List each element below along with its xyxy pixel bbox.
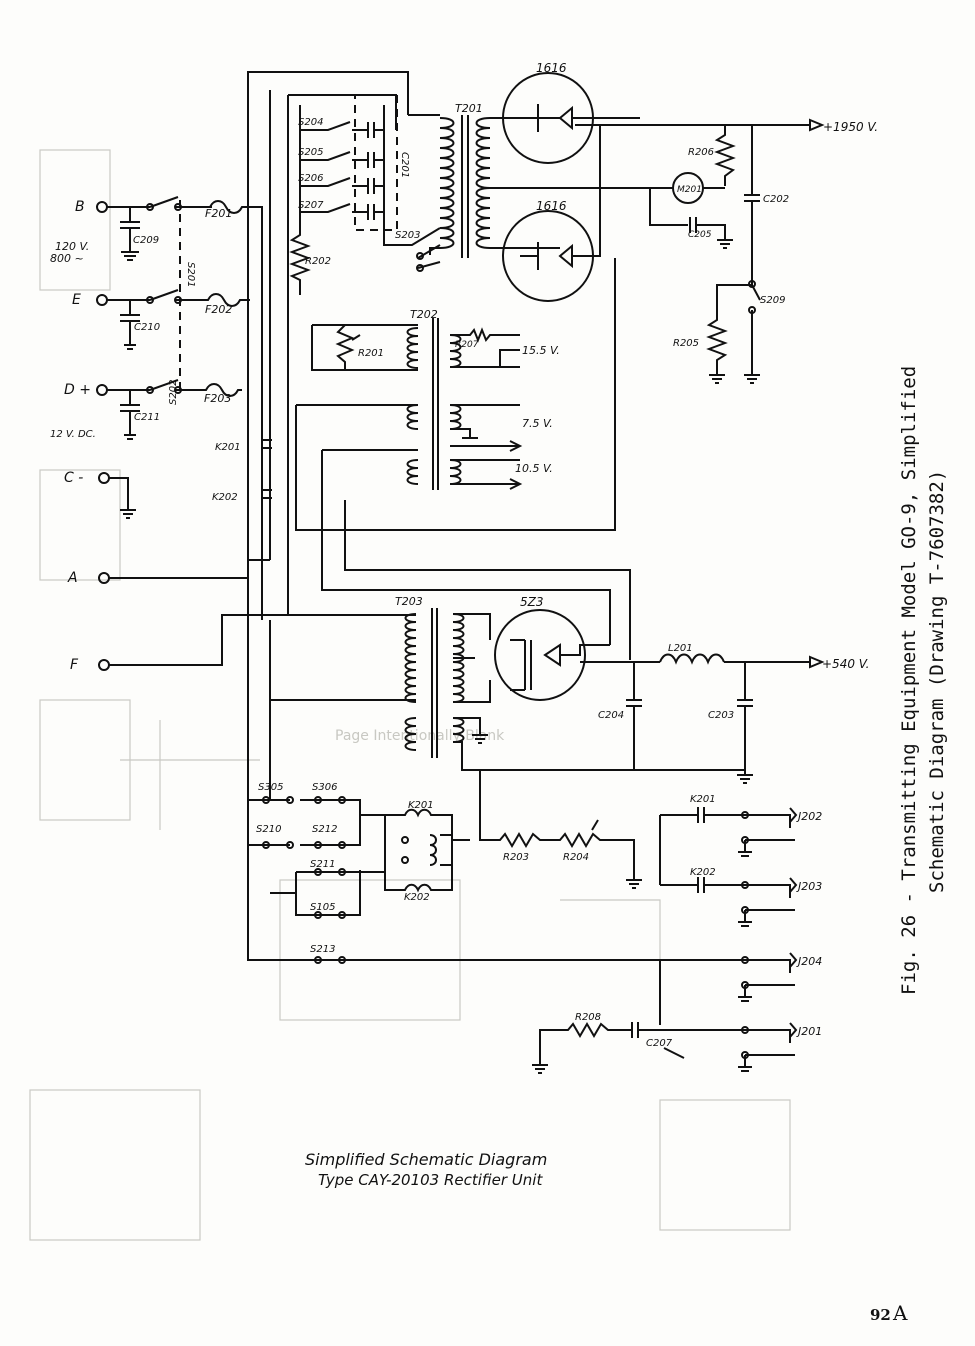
s201-label: S201 [185, 262, 196, 287]
s305-label: S305 [258, 782, 283, 793]
page-number: 92 [870, 1306, 891, 1324]
r208-label: R208 [575, 1012, 601, 1023]
c202-label: C202 [763, 194, 789, 205]
k201-output-label: K201 [690, 794, 716, 805]
s105-label: S105 [310, 902, 335, 913]
s207-label: S207 [298, 200, 324, 211]
r203-label: R203 [503, 852, 529, 863]
s202-label: S202 [168, 380, 179, 405]
t203-label: T203 [395, 595, 423, 608]
page-number-suffix: A [892, 1301, 908, 1325]
mv-rectifier-section: T203 5Z3 C204 L201 +540 V. C203 [269, 595, 869, 784]
terminal-b-label: B [75, 199, 85, 215]
f202-label: F202 [205, 303, 232, 316]
hv-output-label: +1950 V. [823, 120, 878, 134]
j201-label: J201 [796, 1025, 822, 1038]
r202-label: R202 [305, 256, 331, 267]
diagram-title-line2: Type CAY-20103 Rectifier Unit [318, 1171, 543, 1189]
t201-label: T201 [455, 102, 483, 115]
c204-label: C204 [598, 710, 624, 721]
filament-7v-label: 7.5 V. [522, 417, 553, 430]
figure-caption-line2: Schematic Diagram (Drawing T-7607382) [926, 470, 948, 893]
f201-label: F201 [205, 207, 232, 220]
c211-label: C211 [134, 412, 160, 423]
c205-label: C205 [688, 230, 712, 240]
input-section: B C209 F201 120 V. 800 ~ E C210 F202 S20… [50, 196, 288, 673]
tube3-type-label: 5Z3 [520, 595, 544, 609]
f203-label: F203 [204, 392, 231, 405]
terminal-f-label: F [70, 657, 79, 673]
diagram-title-line1: Simplified Schematic Diagram [305, 1150, 547, 1169]
c209-label: C209 [133, 235, 159, 246]
interlock-section: S305 S306 S210 S212 K201 K202 S211 S105 … [247, 782, 661, 1025]
j204-label: J204 [796, 955, 822, 968]
tap-switch-bank: S204 S205 S206 S207 C201 S203 R202 [289, 94, 441, 295]
tube2-type-label: 1616 [536, 199, 567, 213]
filament-transformer-section: T202 R201 R207 15.5 V. 7.5 V. 10.5 V. [295, 258, 631, 660]
s204-label: S204 [298, 117, 323, 128]
s209-label: S209 [760, 295, 785, 306]
ac-voltage-note: 120 V. [55, 240, 89, 253]
k202-relay-label: K202 [404, 892, 430, 903]
l201-label: L201 [668, 643, 693, 654]
k202-contact-label: K202 [212, 492, 238, 503]
s203-label: S203 [395, 230, 420, 241]
s211-label: S211 [310, 859, 335, 870]
hv-rectifier-section: T201 1616 1616 +1950 V. R206 M201 C205 C… [408, 61, 878, 384]
terminal-d-label: D + [64, 382, 91, 398]
figure-caption: Fig. 26 - Transmitting Equipment Model G… [898, 366, 948, 995]
j202-label: J202 [796, 810, 822, 823]
j203-label: J203 [796, 880, 822, 893]
s306-label: S306 [312, 782, 337, 793]
r204-label: R204 [563, 852, 589, 863]
s212-label: S212 [312, 824, 337, 835]
c203-label: C203 [708, 710, 734, 721]
terminal-c-label: C - [64, 470, 83, 486]
r207-label: R207 [455, 340, 479, 350]
s213-label: S213 [310, 944, 335, 955]
filament-15v-label: 15.5 V. [522, 344, 560, 357]
r201-label: R201 [358, 348, 384, 359]
c201-label: C201 [399, 152, 410, 178]
ac-frequency-note: 800 ~ [50, 252, 84, 265]
figure-caption-line1: Fig. 26 - Transmitting Equipment Model G… [898, 366, 920, 995]
mv-output-label: +540 V. [822, 657, 869, 671]
dc-voltage-note: 12 V. DC. [50, 429, 96, 440]
m201-label: M201 [677, 185, 702, 195]
s205-label: S205 [298, 147, 323, 158]
r205-label: R205 [673, 338, 699, 349]
r206-label: R206 [688, 147, 714, 158]
c207-label: C207 [646, 1038, 673, 1049]
s210-label: S210 [256, 824, 281, 835]
k201-relay-label: K201 [408, 800, 434, 811]
s206-label: S206 [298, 173, 323, 184]
c210-label: C210 [134, 322, 160, 333]
k202-output-label: K202 [690, 867, 716, 878]
filament-10v-label: 10.5 V. [515, 462, 553, 475]
terminal-e-label: E [72, 292, 81, 308]
tube1-type-label: 1616 [536, 61, 567, 75]
terminal-a-label: A [67, 570, 78, 586]
output-jack-section: R203 R204 K201 J202 K202 J203 J204 R208 … [479, 770, 822, 1074]
t202-label: T202 [410, 308, 438, 321]
k201-contact-label: K201 [215, 442, 241, 453]
